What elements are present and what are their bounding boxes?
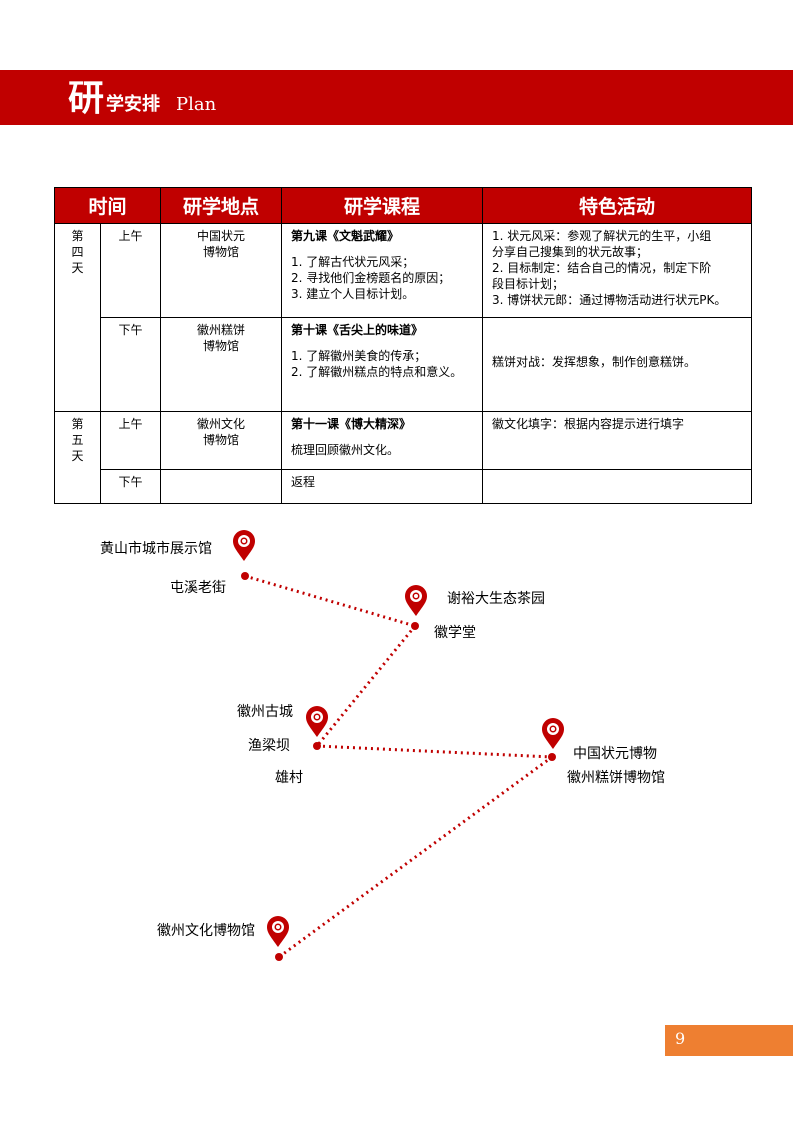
map-label: 中国状元博物 (573, 746, 657, 762)
time-cell: 下午 (99, 469, 162, 504)
map-label: 徽州古城 (237, 704, 293, 720)
place-cell: 中国状元 博物馆 (160, 223, 283, 318)
location-pin-icon (233, 530, 255, 561)
route-stops (241, 572, 556, 961)
course-title: 第九课《文魁武耀》 (291, 229, 400, 243)
time-cell: 下午 (99, 317, 162, 412)
day-char: 四 (71, 245, 84, 259)
table-row: 下午 返程 (55, 469, 753, 504)
day-char: 天 (71, 449, 84, 463)
activity-line: 糕饼对战：发挥想象，制作创意糕饼。 (492, 355, 697, 369)
route-stop-dot (241, 572, 249, 580)
place-cell (160, 469, 283, 504)
time-cell: 上午 (99, 411, 162, 470)
day-char: 天 (71, 261, 84, 275)
header-activity: 特色活动 (482, 187, 753, 224)
course-line: 2. 了解徽州糕点的特点和意义。 (291, 365, 463, 379)
course-title: 第十一课《博大精深》 (291, 417, 412, 431)
day-cell: 第 五 天 (54, 411, 101, 504)
place-line: 博物馆 (203, 245, 240, 259)
header-band (0, 70, 793, 125)
activity-line: 徽文化填字：根据内容提示进行填字 (492, 417, 685, 431)
place-line: 徽州糕饼 (197, 323, 246, 337)
location-pin-icon (542, 718, 564, 749)
place-cell: 徽州糕饼 博物馆 (160, 317, 283, 412)
table-header-row: 时间 研学地点 研学课程 特色活动 (53, 187, 753, 224)
route-segment (315, 625, 417, 747)
day-cell: 第 四 天 (54, 223, 101, 412)
title-plan: Plan (176, 94, 217, 115)
time-cell: 上午 (99, 223, 162, 318)
route-segment (244, 574, 416, 628)
course-cell: 第十课《舌尖上的味道》 1. 了解徽州美食的传承； 2. 了解徽州糕点的特点和意… (281, 317, 484, 412)
activity-line: 分享自己搜集到的状元故事； (492, 245, 649, 259)
page-number-box (665, 1025, 793, 1056)
route-stop-dot (548, 753, 556, 761)
route-stop-dot (313, 742, 321, 750)
title-big-char: 研 (68, 77, 105, 119)
route-map (233, 530, 564, 961)
page-number: 9 (675, 1029, 686, 1048)
course-line: 梳理回顾徽州文化。 (291, 443, 400, 457)
map-label: 黄山市城市展示馆 (100, 541, 212, 557)
activity-line: 段目标计划； (492, 277, 565, 291)
map-label: 谢裕大生态茶园 (447, 591, 545, 607)
map-label: 雄村 (275, 770, 303, 786)
schedule-table: 时间 研学地点 研学课程 特色活动 第 四 天 上午 中国状元 博物馆 第九课《… (53, 187, 753, 504)
place-line: 博物馆 (203, 339, 240, 353)
course-line: 1. 了解徽州美食的传承； (291, 349, 427, 363)
route-segment (316, 744, 553, 759)
day-char: 五 (71, 433, 84, 447)
location-pin-icon (405, 585, 427, 616)
place-line: 博物馆 (203, 433, 240, 447)
place-line: 徽州文化 (197, 417, 246, 431)
course-line: 3. 建立个人目标计划。 (291, 287, 415, 301)
course-cell: 第十一课《博大精深》 梳理回顾徽州文化。 (281, 411, 484, 470)
header-course: 研学课程 (281, 187, 484, 224)
route-stop-dot (411, 622, 419, 630)
activity-cell: 糕饼对战：发挥想象，制作创意糕饼。 (482, 317, 753, 412)
title-rest: 学安排 (106, 94, 161, 115)
location-pin-icon (306, 706, 328, 737)
table-row: 第 四 天 上午 中国状元 博物馆 第九课《文魁武耀》 1. 了解古代状元风采；… (54, 223, 753, 412)
route-stop-dot (275, 953, 283, 961)
route-segment (278, 755, 553, 959)
route-path (244, 574, 553, 959)
map-label: 渔梁坝 (248, 738, 290, 754)
course-line: 2. 寻找他们金榜题名的原因； (291, 271, 451, 285)
activity-line: 3. 博饼状元郎：通过博物活动进行状元PK。 (492, 293, 727, 307)
location-pin-icon (267, 916, 289, 947)
course-title: 第十课《舌尖上的味道》 (291, 323, 424, 337)
activity-cell: 1. 状元风采：参观了解状元的生平，小组 分享自己搜集到的状元故事； 2. 目标… (482, 223, 753, 318)
course-cell: 第九课《文魁武耀》 1. 了解古代状元风采； 2. 寻找他们金榜题名的原因； 3… (281, 223, 484, 318)
course-line: 1. 了解古代状元风采； (291, 255, 415, 269)
header-time: 时间 (53, 187, 162, 224)
activity-line: 1. 状元风采：参观了解状元的生平，小组 (492, 229, 712, 243)
activity-cell: 徽文化填字：根据内容提示进行填字 (482, 411, 753, 470)
map-label: 屯溪老街 (170, 580, 226, 596)
place-cell: 徽州文化 博物馆 (160, 411, 283, 470)
day-char: 第 (71, 229, 84, 243)
activity-cell (482, 469, 753, 504)
table-row: 第 五 天 上午 徽州文化 博物馆 第十一课《博大精深》 梳理回顾徽州文化。 徽… (54, 411, 753, 504)
course-cell: 返程 (281, 469, 484, 504)
map-label: 徽学堂 (434, 625, 476, 641)
place-line: 中国状元 (197, 229, 246, 243)
course-line: 返程 (291, 475, 316, 489)
table-row: 下午 徽州糕饼 博物馆 第十课《舌尖上的味道》 1. 了解徽州美食的传承； 2.… (55, 317, 753, 412)
map-label: 徽州糕饼博物馆 (567, 770, 665, 786)
activity-line: 2. 目标制定：结合自己的情况，制定下阶 (492, 261, 712, 275)
day-char: 第 (71, 417, 84, 431)
header-place: 研学地点 (160, 187, 283, 224)
page-title: 研学安排 Plan (68, 78, 216, 118)
map-label: 徽州文化博物馆 (157, 923, 255, 939)
